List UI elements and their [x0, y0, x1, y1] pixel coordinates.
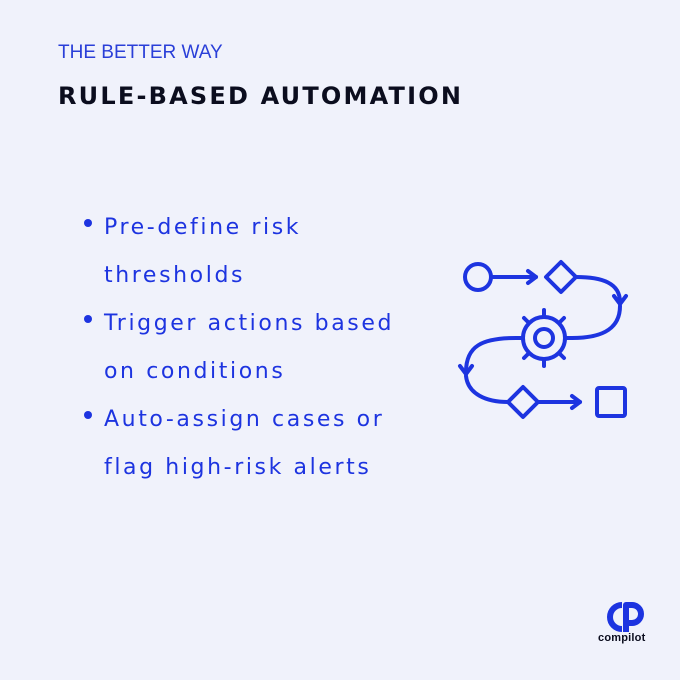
flow-connector-icon — [574, 275, 622, 304]
list-item: Pre-define risk thresholds — [84, 204, 434, 300]
bullet-dot — [84, 315, 92, 323]
flow-connector-icon — [570, 304, 622, 340]
flow-decision-diamond-icon — [544, 260, 578, 294]
flow-end-square-icon — [595, 386, 627, 418]
list-item: Auto-assign cases or flag high-risk aler… — [84, 396, 434, 492]
compilot-logo-icon — [607, 602, 644, 632]
flow-arrowhead-icon — [526, 269, 538, 285]
eyebrow-label: THE BETTER WAY — [58, 42, 223, 63]
flow-arrowhead-icon — [570, 394, 582, 410]
flow-connector-icon — [464, 336, 518, 374]
brand-name: compilot — [598, 632, 646, 644]
workflow-flowchart-icon — [458, 260, 628, 419]
bullet-text: Trigger actions based on conditions — [104, 311, 395, 384]
flow-connector-icon — [464, 374, 510, 404]
flow-start-circle-icon — [463, 262, 493, 292]
gear-icon — [514, 308, 574, 368]
list-item: Trigger actions based on conditions — [84, 300, 434, 396]
page-title: RULE-BASED AUTOMATION — [58, 82, 464, 110]
bullet-text: Auto-assign cases or flag high-risk aler… — [104, 407, 385, 480]
brand-logo: compilot — [596, 602, 656, 652]
bullet-list: Pre-define risk thresholds Trigger actio… — [84, 204, 434, 492]
bullet-dot — [84, 219, 92, 227]
bullet-text: Pre-define risk thresholds — [104, 215, 302, 288]
flow-decision-diamond-icon — [506, 385, 540, 419]
bullet-dot — [84, 411, 92, 419]
